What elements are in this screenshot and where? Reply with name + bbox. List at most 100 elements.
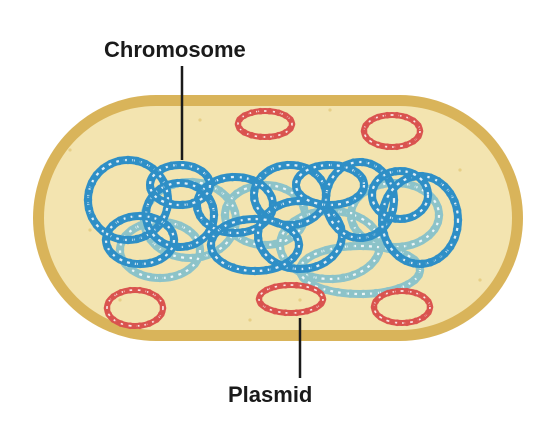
chromosome-front-loop-coil — [228, 218, 238, 227]
chromosome-front-loop-coil — [394, 252, 403, 261]
plasmid-ring-coil — [317, 290, 325, 298]
chromosome-back-loop-coil — [339, 207, 348, 217]
plasmid-ring-coil — [377, 293, 384, 301]
plasmid-ring-coil — [126, 322, 134, 330]
chromosome-front-loop-coil — [292, 177, 301, 186]
chromosome-front-loop-coil — [83, 195, 93, 205]
plasmid-ring-rungs — [237, 110, 293, 138]
chromosome-front-loop-coil — [341, 230, 350, 239]
chromosome-back-loop-coil — [226, 195, 235, 205]
chromosome-front-loop-coil — [168, 228, 177, 237]
chromosome-front-loop-coil — [149, 230, 158, 240]
plasmid-ring-coil — [410, 117, 417, 125]
chromosome-back-loop-coil — [317, 274, 327, 283]
chromosome-front-loop-coil — [212, 253, 222, 263]
chromosome-front-loop-coil — [425, 258, 435, 267]
chromosome-front-loop-coil — [238, 228, 247, 237]
chromosome-front-loop — [322, 157, 399, 243]
chromosome-back-loop-rungs — [349, 181, 441, 249]
plasmid-ring-coil — [256, 107, 264, 115]
plasmid-ring-coil — [105, 310, 113, 318]
chromosome-back-loop-coil — [358, 289, 368, 299]
chromosome-front-loop-coil — [417, 175, 426, 184]
plasmid-ring-coil — [303, 307, 311, 315]
plasmid-ring-coil — [282, 112, 290, 119]
chromosome-back-loop-coil — [333, 288, 343, 297]
chromosome-front-loop-coil — [322, 160, 332, 170]
plasmid-ring-coil — [257, 290, 265, 298]
chromosome-front-loop-coil — [383, 238, 392, 247]
plasmid-ring — [103, 286, 167, 330]
chromosome-back-loop-coil — [184, 225, 193, 235]
plasmid-ring-coil — [402, 113, 410, 121]
cytoplasm-speck — [68, 148, 72, 152]
plasmid-ring-coil — [136, 322, 144, 330]
plasmid-ring-coil — [153, 293, 160, 300]
chromosome-back-loop-coil — [276, 237, 285, 246]
plasmid-ring-coil — [312, 304, 319, 312]
chromosome-back-loop-coil — [417, 236, 426, 245]
chromosome-front-loop-coil — [239, 215, 248, 225]
chromosome-back-loop-coil — [230, 207, 240, 217]
chromosome-back-loop-coil — [215, 244, 225, 254]
chromosome-front-loop-coil — [263, 186, 272, 195]
plasmid-ring-rungs — [258, 284, 324, 314]
chromosome-front-loop-coil — [366, 159, 375, 169]
chromosome-front-loop-coil — [334, 161, 343, 170]
chromosome-front-loop-coil — [283, 160, 292, 170]
chromosome-front-loop-coil — [293, 234, 302, 243]
chromosome-front-loop-coil — [168, 243, 177, 252]
chromosome-front-loop-coil — [163, 221, 172, 231]
plasmid-ring-coil — [103, 304, 111, 312]
chromosome-front-loop-coil — [84, 204, 94, 214]
chromosome-front-loop-coil — [123, 155, 133, 165]
chromosome-front-loop-coil — [394, 179, 403, 188]
chromosome-front-loop-coil — [250, 194, 259, 204]
chromosome-front-loop-coil — [374, 175, 383, 184]
chromosome-front-loop-coil — [254, 234, 263, 244]
chromosome-front-loop-coil — [324, 181, 333, 191]
chromosome-back-loop-coil — [240, 236, 250, 246]
chromosome-front-loop-coil — [422, 198, 431, 208]
plasmid-ring-coil — [312, 286, 319, 294]
chromosome-back-loop-coil — [280, 184, 290, 194]
chromosome-front-loop-coil — [320, 258, 330, 267]
chromosome-front-loop — [206, 214, 304, 276]
chromosome-front-loop-coil — [322, 190, 331, 200]
plasmid-ring-coil — [236, 116, 243, 123]
plasmid-ring-rungs — [373, 290, 431, 324]
plasmid-ring-coil — [367, 117, 374, 125]
plasmid-ring-coil — [248, 131, 255, 139]
chromosome-front-loop-coil — [357, 157, 367, 167]
chromosome-front-loop-coil — [157, 164, 167, 174]
plasmid-ring-coil — [383, 143, 391, 151]
chromosome-front-loop-coil — [238, 173, 247, 182]
plasmid-ring-coil — [403, 319, 411, 327]
chromosome-front-loop-coil — [357, 174, 367, 183]
chromosome-back-loop-coil — [215, 186, 225, 196]
chromosome-front-loop-coil — [228, 228, 237, 238]
plasmid-ring-coil — [414, 133, 422, 140]
chromosome-front-loop-coil — [250, 186, 259, 196]
plasmid-ring-coil — [126, 286, 134, 294]
chromosome-front-loop-coil — [115, 216, 125, 225]
chromosome-front-loop-coil — [379, 229, 389, 239]
plasmid-ring-coil — [393, 287, 401, 295]
plasmid-ring-coil — [374, 113, 382, 121]
chromosome-front-loop-coil — [157, 196, 167, 206]
chromosome-back-loop-coil — [304, 253, 313, 262]
chromosome-front-loop-coil — [433, 254, 443, 264]
chromosome-back-loop-coil — [339, 273, 348, 283]
plasmid-ring-coil — [263, 286, 270, 294]
chromosome-front-loop-coil — [453, 215, 463, 225]
plasmid-ring-coil — [117, 320, 125, 327]
cytoplasm-speck — [298, 298, 302, 302]
plasmid-ring-coil — [240, 112, 248, 119]
chromosome-front-loop-rungs — [144, 181, 216, 249]
cytoplasm-speck — [88, 228, 92, 232]
chromosome-front-loop-coil — [388, 185, 397, 194]
plasmid-ring-coil — [384, 317, 392, 325]
chromosome-front-loop-coil — [295, 190, 305, 199]
chromosome-front-loop-coil — [260, 249, 270, 258]
chromosome-front-loop-coil — [146, 212, 155, 222]
